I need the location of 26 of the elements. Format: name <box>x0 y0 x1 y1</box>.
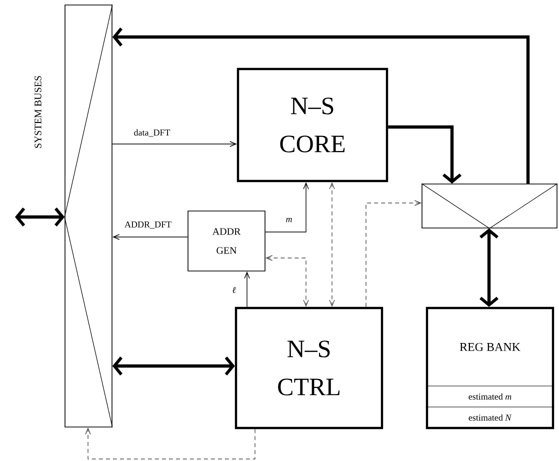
arrow <box>265 255 309 307</box>
edge-label: data_DFT <box>132 128 172 138</box>
row-label: estimated m <box>468 393 512 400</box>
process-box: N–S CORE <box>236 68 388 182</box>
arrow <box>388 125 462 184</box>
arrow <box>112 234 188 240</box>
arrow <box>265 182 309 232</box>
arrow <box>85 427 256 460</box>
arrow <box>480 228 498 307</box>
row-label: estimated N <box>468 414 512 421</box>
process-box: ADDR GEN <box>188 210 266 272</box>
box-title: REG BANK <box>460 342 520 352</box>
bus-drawing <box>64 4 113 428</box>
arrow <box>15 208 65 226</box>
edge-label: ADDR_DFT <box>124 220 172 230</box>
edge-label: m <box>284 216 294 224</box>
arrow <box>112 28 530 184</box>
arrow <box>112 356 235 376</box>
arrow <box>366 200 422 308</box>
multiplexer-drawing <box>421 183 558 229</box>
arrow <box>329 182 335 307</box>
vertical-label: SYSTEM BUSES <box>34 76 42 148</box>
arrow <box>244 271 250 308</box>
process-box: N–S CTRL <box>234 306 384 430</box>
arrow <box>112 141 237 147</box>
edge-label: ℓ <box>231 286 237 294</box>
